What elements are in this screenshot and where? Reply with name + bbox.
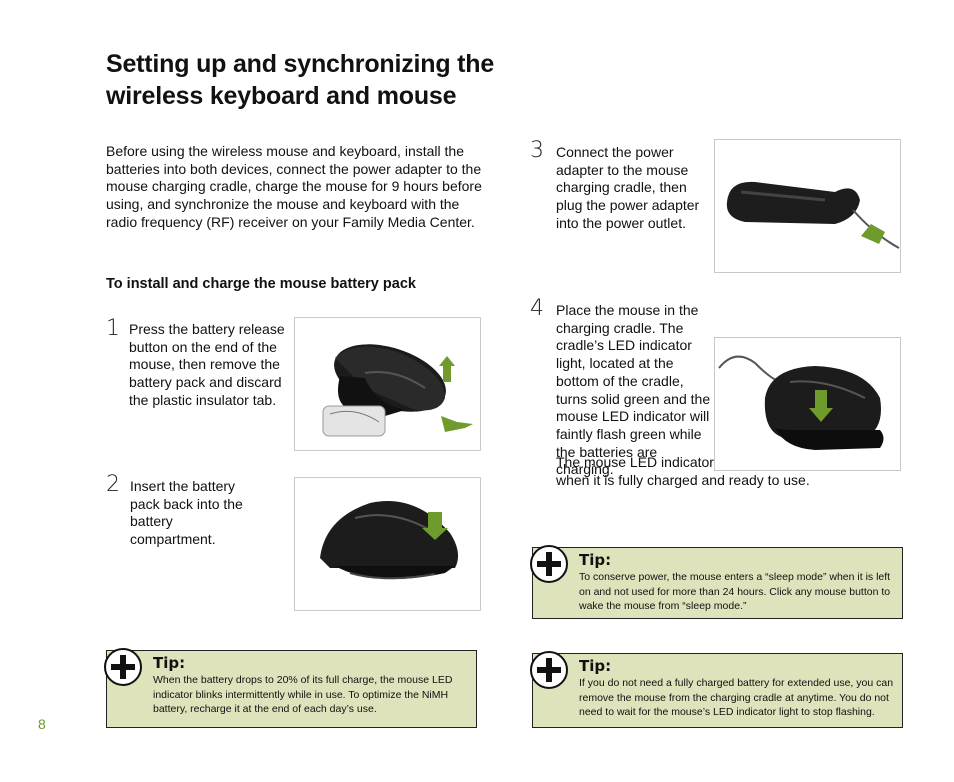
tip-box-sleep-mode: Tip: To conserve power, the mouse enters…: [530, 545, 903, 619]
plus-icon: [104, 648, 142, 686]
step-3-number: 3: [530, 138, 544, 163]
plus-icon: [530, 545, 568, 583]
step-4-text: Place the mouse in the charging cradle. …: [556, 302, 711, 478]
step-3-text: Connect the power adapter to the mouse c…: [556, 144, 700, 231]
page-number: 8: [38, 716, 46, 732]
tip-text: When the battery drops to 20% of its ful…: [153, 674, 453, 715]
mouse-battery-removal-photo: [294, 317, 481, 451]
section-subheading: To install and charge the mouse battery …: [106, 276, 416, 292]
step-4-number: 4: [530, 296, 544, 321]
step-2-number: 2: [106, 472, 120, 497]
tip-label: Tip:: [153, 654, 186, 672]
tip-box-battery: Tip: When the battery drops to 20% of it…: [104, 648, 477, 728]
tip-text: To conserve power, the mouse enters a “s…: [579, 571, 891, 612]
plus-icon: [530, 651, 568, 689]
page-title: Setting up and synchronizing the wireles…: [106, 50, 495, 110]
step-2-text: Insert the battery pack back into the ba…: [130, 478, 243, 548]
mouse-in-cradle-photo: [714, 337, 901, 471]
tip-label: Tip:: [579, 657, 612, 675]
mouse-battery-insertion-photo: [294, 477, 481, 611]
tip-box-charge: Tip: If you do not need a fully charged …: [530, 651, 903, 728]
tip-label: Tip:: [579, 551, 612, 569]
tip-text: If you do not need a fully charged batte…: [579, 677, 894, 718]
step-1-number: 1: [106, 316, 120, 341]
intro-paragraph: Before using the wireless mouse and keyb…: [106, 143, 482, 230]
step-1-text: Press the battery release button on the …: [129, 321, 285, 408]
charging-cradle-photo: [714, 139, 901, 273]
